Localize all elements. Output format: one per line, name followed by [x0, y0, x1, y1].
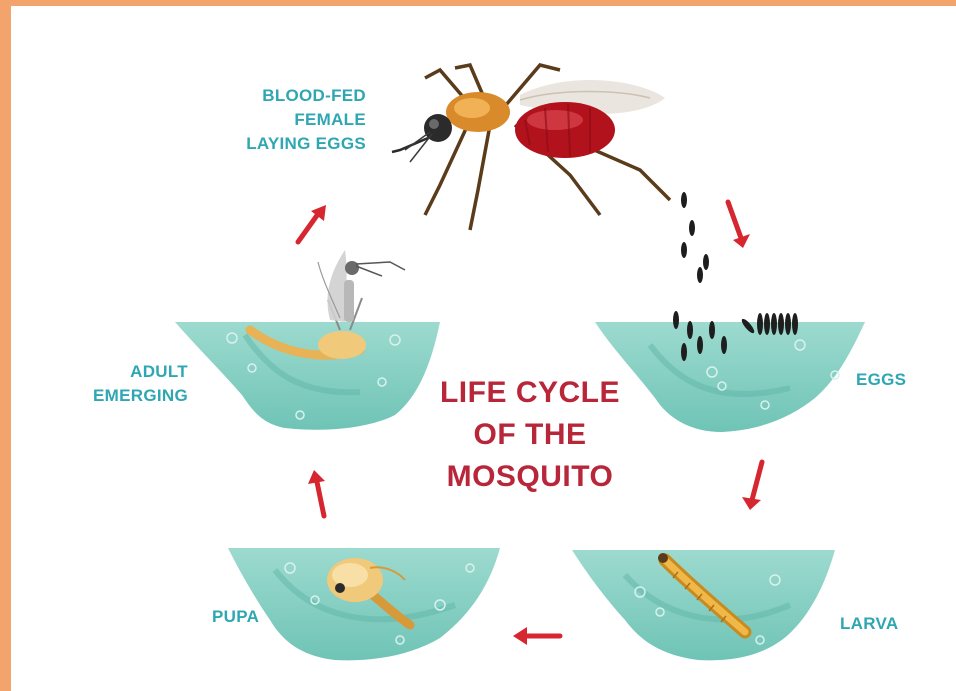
title-line-3: MOSQUITO [400, 456, 660, 498]
pool-larva [572, 550, 835, 660]
arrow-to-pupa [513, 627, 560, 645]
label-larva: LARVA [840, 612, 899, 636]
label-pupa: PUPA [212, 605, 259, 629]
label-blood-fed-female: BLOOD-FED FEMALE LAYING EGGS [190, 84, 366, 156]
arrow-to-adult [308, 470, 325, 516]
mosquito-icon [392, 65, 670, 230]
arrow-to-eggs [728, 202, 750, 248]
label-eggs: EGGS [856, 368, 906, 392]
title-line-2: OF THE [400, 414, 660, 456]
title-line-1: LIFE CYCLE [400, 372, 660, 414]
diagram-title: LIFE CYCLE OF THE MOSQUITO [400, 372, 660, 498]
arrow-to-larva [742, 462, 762, 510]
arrow-to-blood-fed [298, 205, 326, 242]
label-adult-emerging: ADULT EMERGING [40, 360, 188, 408]
